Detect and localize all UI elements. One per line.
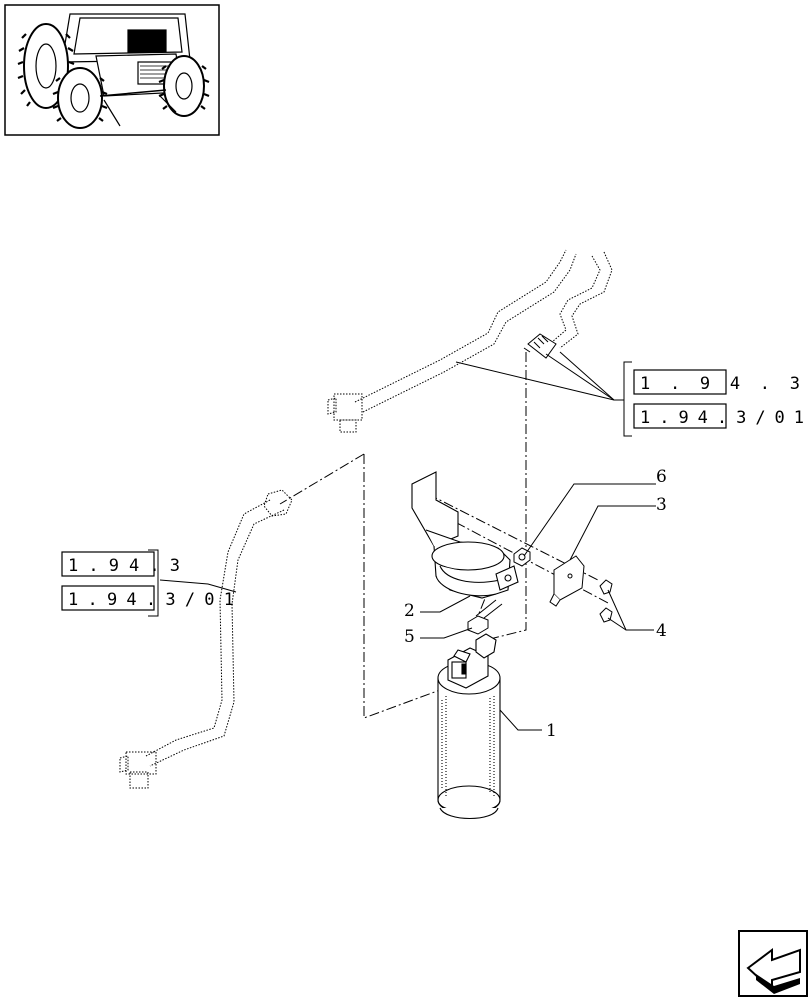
reference-label: 1 . 9 4 . 3: [68, 556, 180, 576]
leader-lines: [159, 351, 656, 731]
reference-block-right[interactable]: 1 . 9 4 . 3 1 . 9 4 . 3 / 0 1: [623, 361, 804, 437]
upper-hose: [327, 249, 613, 433]
callout-3: 3: [656, 495, 667, 515]
return-arrow-icon[interactable]: [738, 930, 808, 997]
receiver-drier: [437, 633, 501, 819]
reference-link-right-b[interactable]: 1 . 9 4 . 3 / 0 1: [633, 403, 804, 429]
reference-link-right-a[interactable]: 1 . 9 4 . 3: [633, 369, 800, 395]
reference-block-left[interactable]: 1 . 9 4 . 3 1 . 9 4 . 3 / 0 1: [61, 549, 234, 617]
plate: [549, 555, 585, 607]
tractor-thumbnail[interactable]: [4, 4, 220, 136]
tractor-icon: [17, 13, 210, 129]
reference-link-left-b[interactable]: 1 . 9 4 . 3 / 0 1: [61, 585, 234, 611]
callout-6: 6: [656, 467, 667, 487]
reference-link-left-a[interactable]: 1 . 9 4 . 3: [61, 551, 180, 577]
highlighted-component: [127, 29, 167, 53]
reference-label: 1 . 9 4 . 3 / 0 1: [68, 590, 234, 610]
pressure-switch: [523, 333, 557, 359]
bolt: [467, 599, 503, 635]
screws: [599, 579, 613, 623]
callout-5: 5: [404, 627, 415, 647]
callout-1: 1: [546, 721, 557, 741]
lower-hose: [119, 489, 293, 789]
callout-4: 4: [656, 621, 667, 641]
callout-2: 2: [404, 601, 415, 621]
reference-label: 1 . 9 4 . 3: [640, 374, 800, 394]
reference-label: 1 . 9 4 . 3 / 0 1: [640, 408, 804, 428]
bracket: [411, 471, 519, 599]
